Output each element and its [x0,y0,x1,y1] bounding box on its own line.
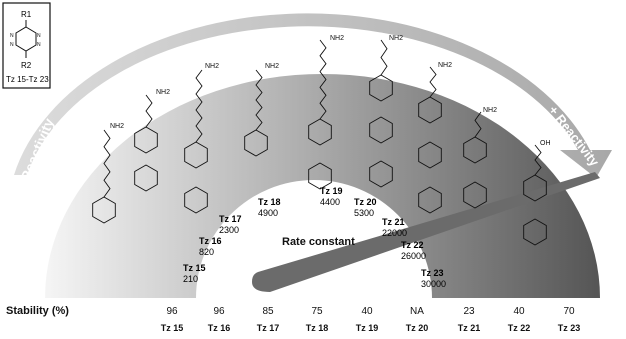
rate-tz-label: Tz 19 [320,186,343,196]
rate-tz-label: Tz 16 [199,236,222,246]
stability-value: 23 [463,306,475,317]
amine-label: NH2 [438,62,452,69]
gauge-arc [45,73,600,299]
alkyl-chain [534,144,542,176]
stability-value: 75 [311,306,323,317]
tz-label: Tz 20 [405,323,429,333]
svg-text:N: N [37,33,41,39]
svg-text:N: N [37,42,41,48]
tz-label: Tz 17 [256,323,280,333]
reactivity-arrow-band [14,13,612,178]
rate-tz-label: Tz 22 [401,240,424,250]
amine-label: NH2 [265,63,279,70]
minus-reactivity-label: - Reactivity [14,116,57,191]
amine-label: NH2 [330,35,344,42]
ring [134,164,158,192]
stability-value: 96 [166,306,178,317]
gauge-needle [252,172,600,292]
rate-tz-label: Tz 15 [183,263,206,273]
rate-value: 26000 [401,251,426,261]
rate-value: 4900 [258,208,278,218]
r1-label: R1 [21,10,32,19]
ring [184,186,208,214]
r2-label: R2 [21,61,32,70]
alkyl-chain [195,69,203,143]
ring [523,218,547,246]
rate-value: 820 [199,247,214,257]
alkyl-chain [474,111,482,138]
tz-label: Tz 18 [305,323,329,333]
rate-tz-label: Tz 21 [382,217,405,227]
molecule-structures [92,39,547,246]
rate-value: 2300 [219,225,239,235]
stability-value: 40 [361,306,373,317]
stability-value: 70 [563,306,575,317]
carboxylic-acid-label: OH [540,140,551,147]
rate-value: 22000 [382,228,407,238]
alkyl-chain [380,39,388,76]
alkyl-chain [103,129,111,198]
stability-value: 96 [213,306,225,317]
ring [463,136,487,164]
tz-label: Tz 23 [557,323,581,333]
stability-title: Stability (%) [6,305,69,317]
ring [369,160,393,188]
ring [523,174,547,202]
ring [308,118,332,146]
ring [369,116,393,144]
rate-tz-label: Tz 23 [421,268,444,278]
tz-label: Tz 19 [355,323,379,333]
amine-label: NH2 [156,89,170,96]
key-range-label: Tz 15-Tz 23 [6,75,49,84]
rate-tz-label: Tz 20 [354,197,377,207]
alkyl-chain [145,94,153,128]
alkyl-chain [319,39,327,120]
ring [92,196,116,224]
rate-constant-label: Rate constant [282,236,355,248]
ring [369,74,393,102]
ring [463,181,487,209]
rate-tz-label: Tz 18 [258,197,281,207]
rate-value: 210 [183,274,198,284]
ring [418,141,442,169]
amine-label: NH2 [110,123,124,130]
ring [184,141,208,169]
amine-label: NH2 [389,35,403,42]
ring [308,162,332,190]
rate-value: 4400 [320,197,340,207]
svg-text:N: N [10,42,14,48]
alkyl-chain [255,69,263,131]
amine-label: NH2 [205,63,219,70]
tz-label: Tz 21 [457,323,481,333]
ring [244,129,268,157]
ring [418,186,442,214]
rate-value: 5300 [354,208,374,218]
stability-value: 85 [262,306,274,317]
amine-label: NH2 [483,107,497,114]
stability-value: 40 [513,306,525,317]
rate-tz-label: Tz 17 [219,214,242,224]
ring [418,96,442,124]
stability-value: NA [410,306,424,317]
rate-value: 30000 [421,279,446,289]
tz-label: Tz 22 [507,323,531,333]
alkyl-chain [429,66,437,98]
svg-text:N: N [10,33,14,39]
tz-label: Tz 16 [207,323,231,333]
tz-label: Tz 15 [160,323,184,333]
ring [134,126,158,154]
